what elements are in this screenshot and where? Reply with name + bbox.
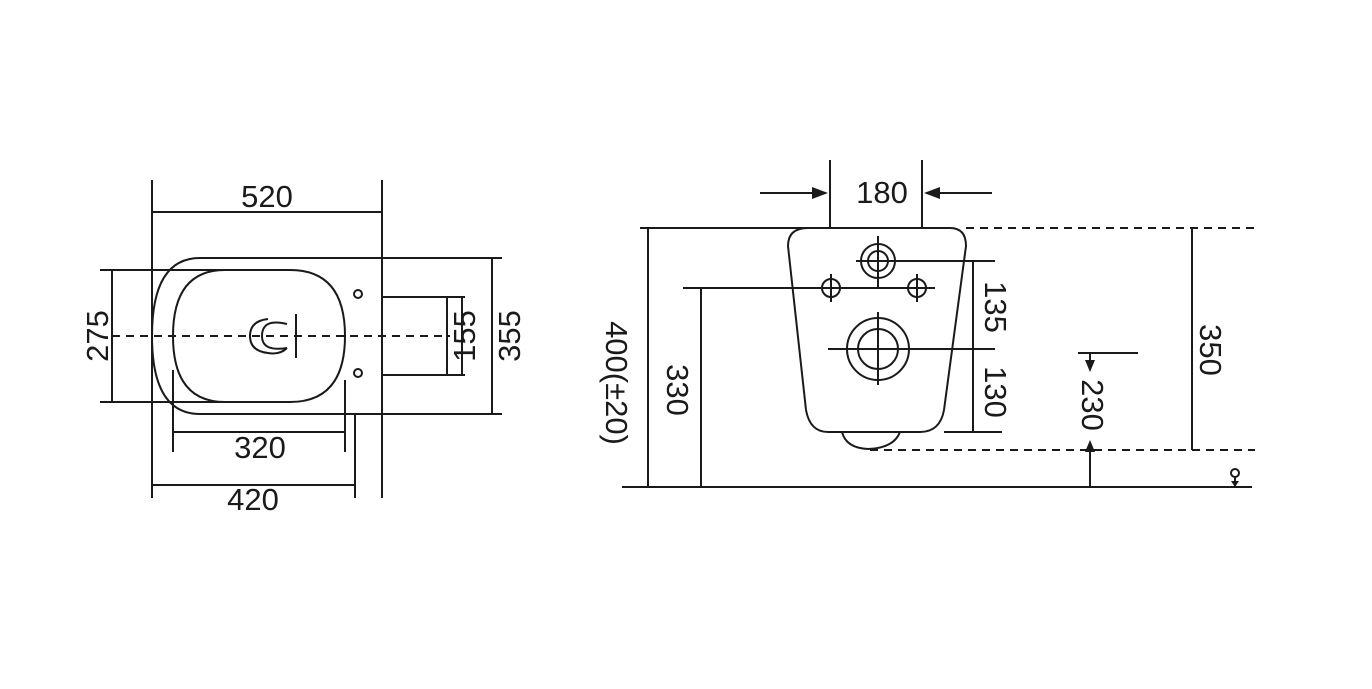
- top-view: 520 275 155 355 320 420: [80, 179, 527, 517]
- dim-label-135: 135: [978, 281, 1013, 333]
- floor-symbol-icon: [1230, 468, 1240, 478]
- dim-label-130: 130: [978, 366, 1013, 418]
- dim-label-350: 350: [1193, 324, 1228, 376]
- dim-label-520: 520: [241, 179, 293, 214]
- side-view: 180 135 130 400(±20) 330: [599, 160, 1255, 488]
- floor-symbol-arrow: [1231, 481, 1239, 487]
- arrow-head-230-bottom: [1085, 440, 1095, 452]
- dim-label-230: 230: [1075, 379, 1110, 431]
- dim-label-330: 330: [660, 364, 695, 416]
- mount-hole-top: [353, 289, 363, 299]
- dim-label-320: 320: [234, 430, 286, 465]
- arrow-head-left: [812, 187, 828, 199]
- dim-label-275: 275: [80, 310, 115, 362]
- dim-label-400: 400(±20): [599, 321, 634, 445]
- outlet-nub: [841, 431, 901, 450]
- mount-hole-bottom: [353, 368, 363, 378]
- drain-symbol: [249, 318, 288, 355]
- arrow-head-230-top: [1085, 360, 1095, 372]
- drain-symbol-inner: [261, 321, 288, 350]
- dim-label-355: 355: [492, 310, 527, 362]
- dim-label-155: 155: [447, 310, 482, 362]
- outlet-rect: [382, 296, 448, 376]
- dim-label-420: 420: [227, 482, 279, 517]
- arrow-head-right: [924, 187, 940, 199]
- toilet-body: [787, 227, 967, 433]
- dim-label-180: 180: [856, 175, 908, 210]
